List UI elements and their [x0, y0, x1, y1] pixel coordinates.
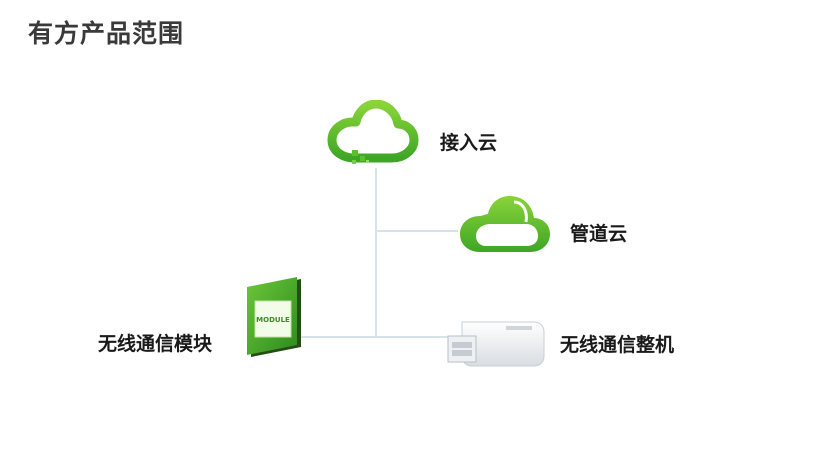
obd-device-icon [447, 321, 545, 367]
module-chip-icon: MODULE [247, 277, 301, 357]
page-title: 有方产品范围 [28, 19, 185, 48]
module-chip-text: MODULE [256, 316, 290, 324]
access-cloud-label: 接入云 [440, 132, 498, 154]
wireless-module-label: 无线通信模块 [98, 333, 213, 355]
cloud-access-icon [327, 100, 419, 164]
cloud-pipe-icon [460, 196, 550, 252]
wireless-device-label: 无线通信整机 [560, 334, 675, 356]
pipe-cloud-label: 管道云 [570, 223, 628, 245]
